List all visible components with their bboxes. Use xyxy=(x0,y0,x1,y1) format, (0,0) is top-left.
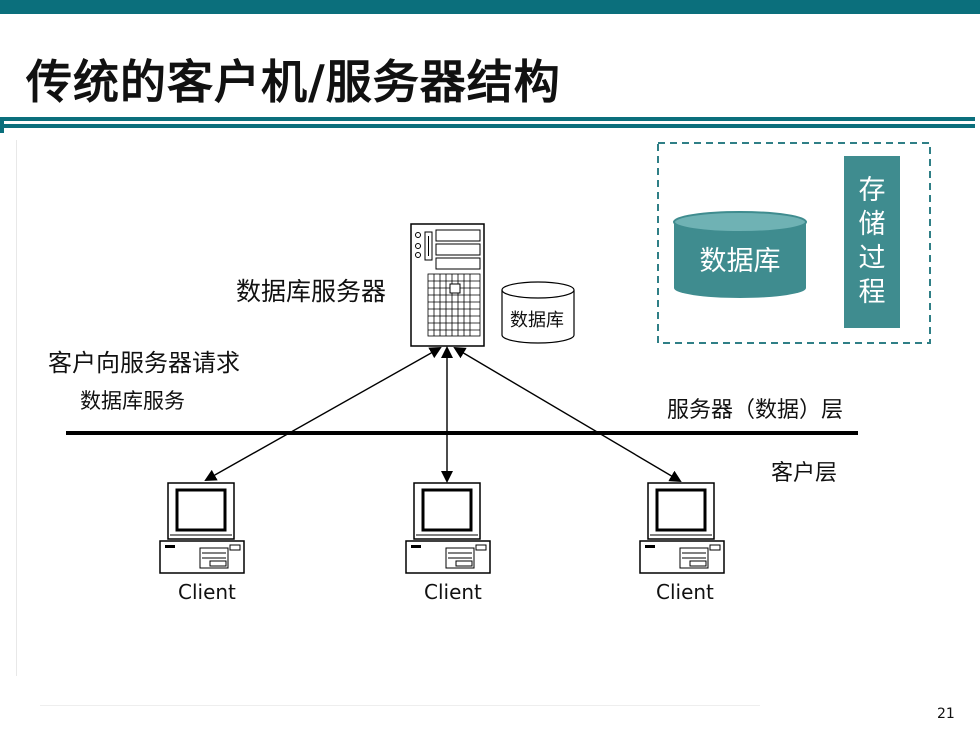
client-computer-icon xyxy=(405,482,491,574)
slide-title: 传统的客户机/服务器结构 xyxy=(26,55,561,109)
small-database-cylinder: 数据库 xyxy=(501,281,575,344)
database-server-label: 数据库服务器 xyxy=(236,277,387,306)
title-underline-lower xyxy=(0,124,975,128)
content-left-edge xyxy=(16,140,17,676)
client-layer-label: 客户层 xyxy=(771,461,838,486)
inset-dashed-frame xyxy=(657,142,931,344)
top-accent-bar xyxy=(0,0,980,14)
client-label: Client xyxy=(178,580,236,604)
inset-database-label: 数据库 xyxy=(700,246,781,277)
content-bottom-edge xyxy=(40,705,760,706)
title-underline-upper xyxy=(0,117,975,121)
page-number: 21 xyxy=(937,706,955,722)
small-database-label: 数据库 xyxy=(510,310,564,331)
client-computer-icon xyxy=(639,482,725,574)
arrow-client-1 xyxy=(204,347,442,481)
client-request-label: 客户向服务器请求 xyxy=(48,349,240,377)
client-label: Client xyxy=(424,580,482,604)
client-computer-icon xyxy=(159,482,245,574)
arrow-client-3 xyxy=(453,346,682,483)
client-label: Client xyxy=(656,580,714,604)
server-tower-icon xyxy=(410,223,485,347)
server-layer-label: 服务器（数据）层 xyxy=(667,398,844,423)
database-service-label: 数据库服务 xyxy=(80,389,185,413)
left-accent-tick xyxy=(0,117,4,133)
inset-database-cylinder: 数据库 xyxy=(673,211,807,298)
stored-procedure-label: 存储过程 xyxy=(858,175,886,308)
stored-procedure-bar: 存储过程 xyxy=(844,156,900,328)
